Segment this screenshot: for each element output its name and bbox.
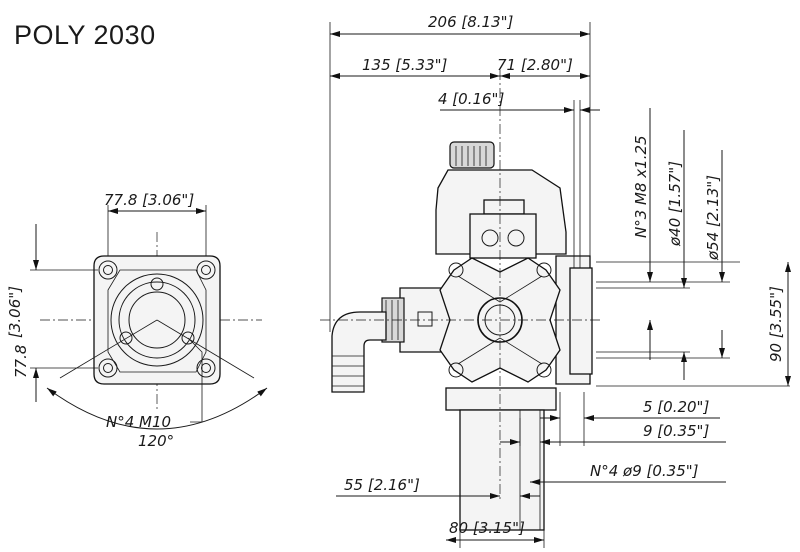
m10-hole-right [181,331,195,345]
base-upper [445,387,557,411]
holes-label: N°4 ø9 [0.35"] [590,462,699,480]
angle-label: 120° [138,432,174,450]
front-height-label-2: [3.06"] [6,286,24,338]
dim-5-label: 5 [0.20"] [643,398,709,416]
upper-block [483,199,525,215]
rear-plate [569,267,593,375]
dim-71-label: 71 [2.80"] [497,56,573,74]
dim-55-label: 55 [2.16"] [344,476,420,494]
side-view [320,70,600,531]
d40-label: ø40 [1.57"] [666,161,684,247]
dim-135-label: 135 [5.33"] [362,56,448,74]
hose-elbow [331,311,387,393]
dim-206-label: 206 [8.13"] [428,13,514,31]
dim-9-label: 9 [0.35"] [643,422,709,440]
front-bore-inner [128,291,186,349]
m10-hole-top [150,277,164,291]
h90-label: 90 [3.55"] [767,286,785,362]
top-cap [449,141,495,169]
thread-label: N°3 M8 x1.25 [632,135,650,238]
dim-4-label: 4 [0.16"] [438,90,504,108]
dim-80-label: 80 [3.15"] [449,519,525,537]
front-bore-mid [118,281,196,359]
angle-arc [46,387,268,430]
front-view [40,232,268,430]
front-bore-outer [110,273,204,367]
drawing-title: POLY 2030 [14,20,156,50]
bolt-spec-label: N°4 M10 [106,413,171,431]
front-width-label: 77.8 [3.06"] [104,191,194,209]
bolt-leader [187,337,203,423]
d54-label: ø54 [2.13"] [704,175,722,261]
m10-hole-left [119,331,133,345]
front-bolt-holes [98,260,216,378]
valve-block [469,213,537,259]
front-height-label-1: 77.8 [12,345,30,378]
base-pedestal [459,409,545,531]
